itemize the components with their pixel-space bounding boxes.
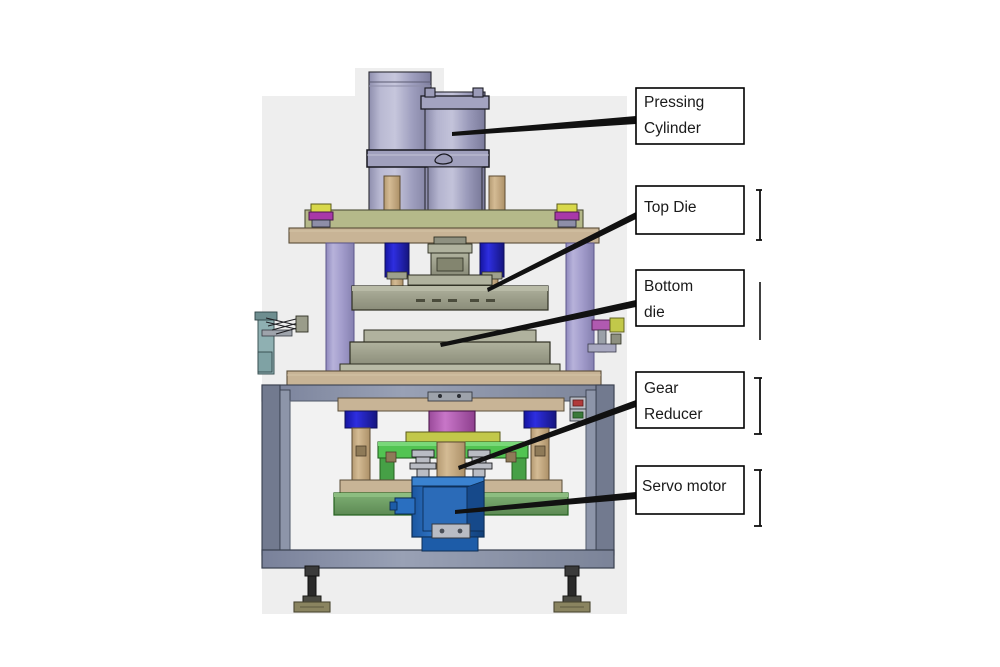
callout-gear-reducer-bracket — [754, 377, 762, 435]
control-terminal-blocks — [569, 396, 587, 422]
left-side-bracket — [254, 311, 309, 375]
callout-pressing-cylinder[interactable]: Pressing Cylinder — [635, 87, 745, 145]
right-side-fittings — [587, 317, 625, 353]
gear-reducer-assembly — [333, 391, 569, 516]
top-die-assembly — [351, 236, 549, 311]
callout-leader-lines — [440, 116, 636, 514]
callout-gear-reducer[interactable]: Gear Reducer — [635, 371, 762, 435]
leveling-feet — [293, 565, 591, 613]
callout-servo-motor-line1: Servo motor — [642, 478, 726, 495]
callout-bottom-die-line2: die — [644, 304, 665, 321]
callout-top-die-bracket — [756, 189, 762, 241]
callout-gear-reducer-line1: Gear — [644, 380, 678, 397]
callout-bottom-die-line1: Bottom — [644, 278, 693, 295]
callout-pressing-cylinder-line2: Cylinder — [644, 120, 701, 137]
upper-support-posts — [383, 175, 506, 213]
callout-gear-reducer-line2: Reducer — [644, 406, 703, 423]
bottom-die-assembly — [339, 329, 561, 375]
upper-guide-columns — [325, 242, 595, 374]
callout-servo-motor[interactable]: Servo motor — [635, 465, 762, 527]
upper-crosshead-plate — [288, 203, 600, 244]
callout-bottom-die[interactable]: Bottom die — [635, 269, 761, 340]
callout-top-die[interactable]: Top Die — [635, 185, 762, 241]
callout-servo-motor-bracket — [754, 469, 762, 527]
callout-top-die-line1: Top Die — [644, 199, 697, 216]
callout-pressing-cylinder-line1: Pressing — [644, 94, 704, 111]
machine-bed-plate — [286, 370, 602, 388]
